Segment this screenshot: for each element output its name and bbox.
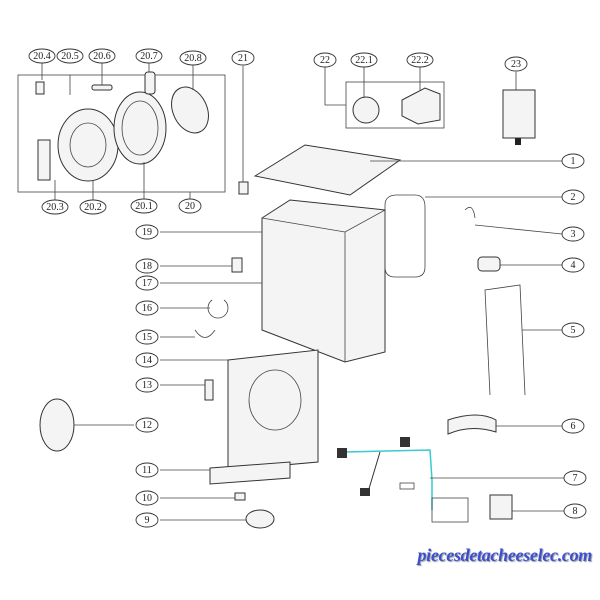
callout-label: 11	[142, 465, 152, 476]
callout-label: 15	[142, 332, 152, 343]
callout-7: 7	[563, 470, 587, 486]
hinge-part	[37, 139, 51, 181]
wiring-harness-part	[337, 437, 469, 523]
callout-label: 22.2	[411, 55, 429, 66]
foot-part	[245, 509, 275, 529]
capacitor-part	[502, 89, 536, 139]
callout-label: 22.1	[355, 55, 373, 66]
callout-label: 12	[142, 420, 152, 431]
callout-label: 17	[142, 278, 152, 289]
callout-13: 13	[135, 377, 159, 393]
callout-20: 20	[178, 198, 202, 214]
callout-label: 5	[571, 325, 576, 336]
callout-22-2: 22.2	[406, 52, 434, 68]
callout-17: 17	[135, 275, 159, 291]
callout-9: 9	[135, 512, 159, 528]
callout-21: 21	[231, 50, 255, 66]
hinge-part-13	[204, 379, 214, 401]
callout-label: 1	[571, 156, 576, 167]
callout-20-7: 20.7	[135, 48, 163, 64]
callout-5: 5	[561, 322, 585, 338]
callout-label: 4	[571, 260, 576, 271]
watermark-logo: piecesdetacheeselec.com	[417, 545, 592, 565]
callout-label: 9	[145, 515, 150, 526]
callout-label: 7	[573, 473, 578, 484]
part-18	[231, 257, 243, 273]
hose-2-part	[384, 194, 426, 278]
callout-label: 20.8	[184, 53, 202, 64]
callout-20-2: 20.2	[79, 199, 107, 215]
pressure-switch-part	[352, 96, 380, 124]
door-handle-part	[171, 86, 209, 134]
callout-23: 23	[504, 56, 528, 72]
callout-label: 22	[320, 55, 330, 66]
callout-label: 14	[142, 355, 152, 366]
callout-1: 1	[561, 153, 585, 169]
callout-22: 22	[313, 52, 337, 68]
hinge-pin-part	[35, 81, 45, 95]
callout-label: 20.2	[84, 202, 102, 213]
callout-14: 14	[135, 352, 159, 368]
callout-label: 20.3	[46, 202, 64, 213]
callout-11: 11	[135, 462, 159, 478]
door-glass-part	[57, 108, 119, 182]
pump-part	[477, 256, 501, 272]
callout-15: 15	[135, 329, 159, 345]
lock-part	[144, 71, 156, 95]
callout-label: 2	[571, 192, 576, 203]
callout-20-4: 20.4	[28, 48, 56, 64]
callout-6: 6	[561, 418, 585, 434]
callout-label: 19	[142, 227, 152, 238]
callout-4: 4	[561, 257, 585, 273]
callout-label: 6	[571, 421, 576, 432]
callout-3: 3	[561, 226, 585, 242]
part-21	[238, 181, 249, 195]
callout-label: 20.6	[93, 51, 111, 62]
callout-20-3: 20.3	[41, 199, 69, 215]
detergent-drawer-part	[209, 461, 291, 485]
callout-label: 20	[185, 201, 195, 212]
door-assembly-group-box	[17, 74, 226, 193]
callout-20-5: 20.5	[56, 48, 84, 64]
callout-8: 8	[563, 503, 587, 519]
callout-12: 12	[135, 417, 159, 433]
callout-label: 20.4	[33, 51, 51, 62]
callout-20-1: 20.1	[130, 198, 158, 214]
gasket-part	[39, 398, 75, 452]
callout-label: 20.7	[140, 51, 158, 62]
hook-part	[91, 84, 113, 91]
callout-label: 23	[511, 59, 521, 70]
callout-label: 10	[142, 493, 152, 504]
callout-18: 18	[135, 258, 159, 274]
callout-16: 16	[135, 300, 159, 316]
callout-10: 10	[135, 490, 159, 506]
clamp-part	[207, 299, 229, 319]
cabinet-part	[261, 199, 386, 363]
callout-label: 3	[571, 229, 576, 240]
callout-label: 18	[142, 261, 152, 272]
spring-part	[194, 329, 216, 338]
callout-label: 16	[142, 303, 152, 314]
bracket-part	[401, 87, 441, 125]
callout-label: 21	[238, 53, 248, 64]
drain-hose-part	[484, 284, 526, 396]
door-lock-part	[489, 494, 513, 520]
callout-2: 2	[561, 189, 585, 205]
callout-22-1: 22.1	[350, 52, 378, 68]
part-10	[234, 492, 246, 501]
callout-label: 13	[142, 380, 152, 391]
top-panel-part	[253, 144, 402, 196]
callout-label: 8	[573, 506, 578, 517]
callout-19: 19	[135, 224, 159, 240]
callout-20-8: 20.8	[179, 50, 207, 66]
callout-label: 20.5	[61, 51, 79, 62]
callout-20-6: 20.6	[88, 48, 116, 64]
clamp-6-part	[447, 414, 497, 435]
front-panel-part	[227, 349, 319, 471]
callout-label: 20.1	[135, 201, 153, 212]
